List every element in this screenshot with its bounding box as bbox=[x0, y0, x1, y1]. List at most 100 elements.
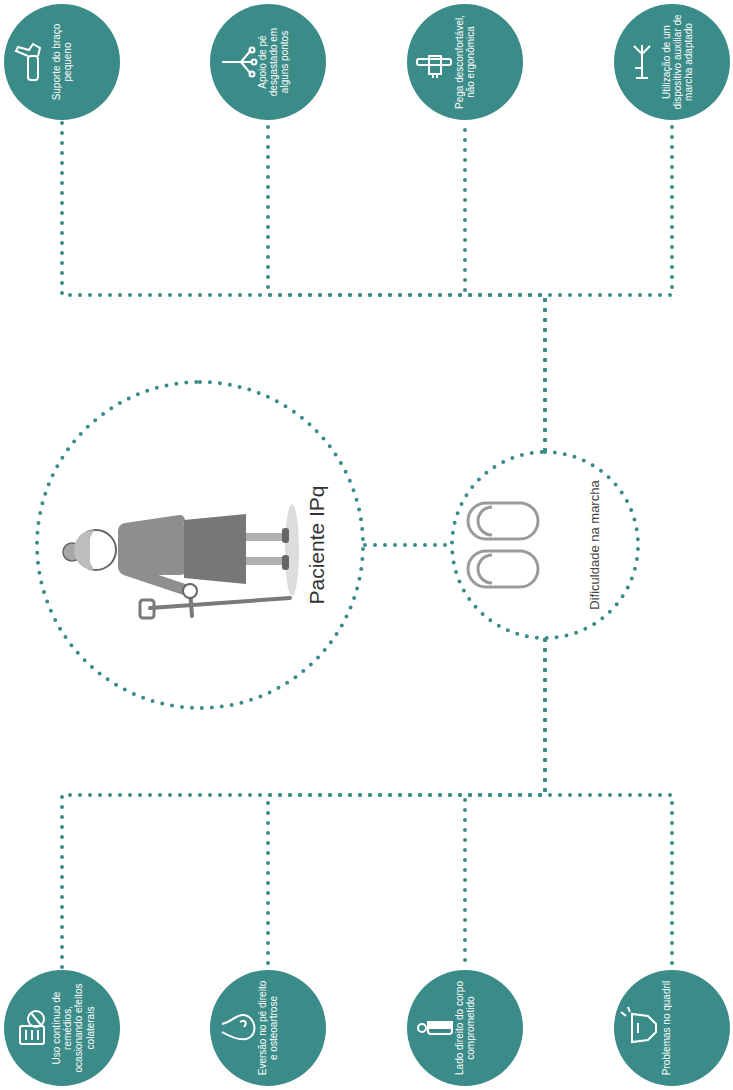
dotted-ring bbox=[452, 452, 638, 638]
body-icon-part bbox=[428, 1022, 452, 1034]
text-wrap: Eversão no pé direito e osteoartrose bbox=[257, 980, 279, 1076]
patient-figure-part bbox=[190, 590, 192, 616]
filled-disc bbox=[614, 4, 730, 120]
patient-figure-part bbox=[285, 504, 299, 596]
patient-figure-part bbox=[282, 555, 289, 570]
cause-circle: Uso contínuo de remédios, ocasionando ef… bbox=[4, 970, 120, 1086]
foot-icon-part bbox=[222, 1015, 254, 1039]
cause-label: Lado direito do corpo comprometido bbox=[454, 980, 476, 1076]
crutch-icon-part bbox=[634, 45, 650, 54]
patient-figure-part bbox=[184, 514, 246, 584]
cause-circle: Utilização de um dispositivo auxiliar de… bbox=[614, 4, 730, 120]
slippers-icon-part bbox=[478, 555, 492, 583]
crutch-icon bbox=[634, 45, 650, 78]
cause-label: Problemas no quadril bbox=[661, 980, 672, 1076]
medicine-icon bbox=[20, 1011, 44, 1044]
cause-label: Apoio de pé desgastado em alguns pontos bbox=[257, 14, 291, 110]
grip-icon bbox=[417, 56, 451, 78]
patient-circle: Paciente IPq bbox=[35, 380, 365, 710]
patient-figure-part bbox=[282, 528, 289, 543]
filled-disc bbox=[210, 4, 326, 120]
cause-circle: Eversão no pé direito e osteoartrose bbox=[210, 970, 326, 1086]
patient-figure-part bbox=[126, 520, 180, 528]
cause-circle: Lado direito do corpo comprometido bbox=[407, 970, 523, 1086]
tripod-icon-part bbox=[250, 48, 255, 53]
crutch-icon-part bbox=[635, 67, 642, 69]
tripod-icon-part bbox=[241, 50, 253, 74]
cause-label: Uso contínuo de remédios, ocasionando ef… bbox=[51, 980, 96, 1076]
cause-circle: Pega desconfortável, não ergonômica bbox=[407, 4, 523, 120]
slippers-icon-part bbox=[468, 503, 538, 539]
tripod-icon-part bbox=[222, 61, 241, 63]
text-wrap: Apoio de pé desgastado em alguns pontos bbox=[257, 14, 291, 110]
patient-figure-part bbox=[140, 600, 154, 618]
filled-disc bbox=[407, 970, 523, 1086]
grip-icon-part bbox=[417, 59, 451, 65]
hip-icon-part bbox=[621, 1012, 626, 1016]
hip-icon-part bbox=[628, 1007, 630, 1012]
hip-icon bbox=[621, 1007, 656, 1042]
arm-support-icon-part bbox=[28, 56, 38, 80]
grip-icon-part bbox=[433, 74, 437, 78]
patient-figure-part bbox=[74, 530, 94, 570]
dotted-ring bbox=[450, 450, 640, 640]
foot-icon-part bbox=[240, 1021, 246, 1027]
cause-label: Pega desconfortável, não ergonômica bbox=[454, 14, 476, 110]
problem-circle: Dificuldade na marcha bbox=[450, 450, 640, 640]
dotted-connector bbox=[62, 120, 545, 450]
body-icon-part bbox=[428, 1022, 452, 1028]
body-icon bbox=[418, 1022, 452, 1034]
patient-figure bbox=[63, 504, 299, 618]
text-wrap: Dificuldade na marcha bbox=[588, 460, 603, 630]
cause-label: Suporte do braço pequeno bbox=[51, 14, 73, 110]
dotted-connector bbox=[465, 640, 545, 970]
text-wrap: Suporte do braço pequeno bbox=[51, 14, 73, 110]
arm-support-icon bbox=[16, 44, 40, 80]
dotted-connector bbox=[268, 120, 545, 450]
patient-figure-part bbox=[76, 530, 116, 570]
medicine-icon-part bbox=[25, 1030, 27, 1040]
filled-disc bbox=[210, 970, 326, 1086]
node-label: Dificuldade na marcha bbox=[588, 460, 603, 630]
cause-circle: Problemas no quadril bbox=[614, 970, 730, 1086]
hip-icon-part bbox=[637, 1023, 639, 1033]
patient-figure-part bbox=[246, 557, 284, 565]
medicine-icon-part bbox=[28, 1011, 44, 1027]
slippers-icon-part bbox=[478, 507, 492, 535]
filled-disc bbox=[614, 970, 730, 1086]
patient-figure-part bbox=[150, 598, 290, 608]
slippers-icon bbox=[468, 503, 538, 587]
crutch-icon-part bbox=[636, 77, 648, 79]
dotted-connector bbox=[365, 543, 450, 547]
dotted-connector bbox=[465, 120, 545, 450]
hip-icon-part bbox=[632, 1014, 656, 1042]
dotted-ring bbox=[37, 382, 363, 708]
dotted-connector bbox=[62, 640, 545, 970]
dotted-connector bbox=[545, 640, 672, 970]
patient-figure-part bbox=[63, 543, 81, 561]
dotted-connector bbox=[268, 640, 545, 970]
tripod-icon bbox=[222, 48, 257, 77]
patient-figure-part bbox=[118, 523, 188, 575]
crutch-icon-part bbox=[641, 54, 643, 78]
tripod-icon-part bbox=[252, 60, 257, 65]
medicine-icon-part bbox=[31, 1013, 41, 1025]
tripod-icon-part bbox=[250, 72, 255, 77]
cause-label: Eversão no pé direito e osteoartrose bbox=[257, 980, 279, 1076]
text-wrap: Pega desconfortável, não ergonômica bbox=[454, 14, 476, 110]
medicine-icon-part bbox=[37, 1030, 39, 1040]
filled-disc bbox=[4, 4, 120, 120]
text-wrap: Problemas no quadril bbox=[661, 980, 672, 1076]
medicine-icon-part bbox=[20, 1026, 44, 1044]
patient-figure-part bbox=[183, 584, 197, 598]
patient-figure-part bbox=[246, 533, 284, 541]
patient-figure-part bbox=[126, 570, 186, 590]
cause-circle: Suporte do braço pequeno bbox=[4, 4, 120, 120]
cause-label: Utilização de um dispositivo auxiliar de… bbox=[661, 14, 695, 110]
text-wrap: Paciente IPq bbox=[305, 410, 329, 680]
text-wrap: Uso contínuo de remédios, ocasionando ef… bbox=[51, 980, 96, 1076]
